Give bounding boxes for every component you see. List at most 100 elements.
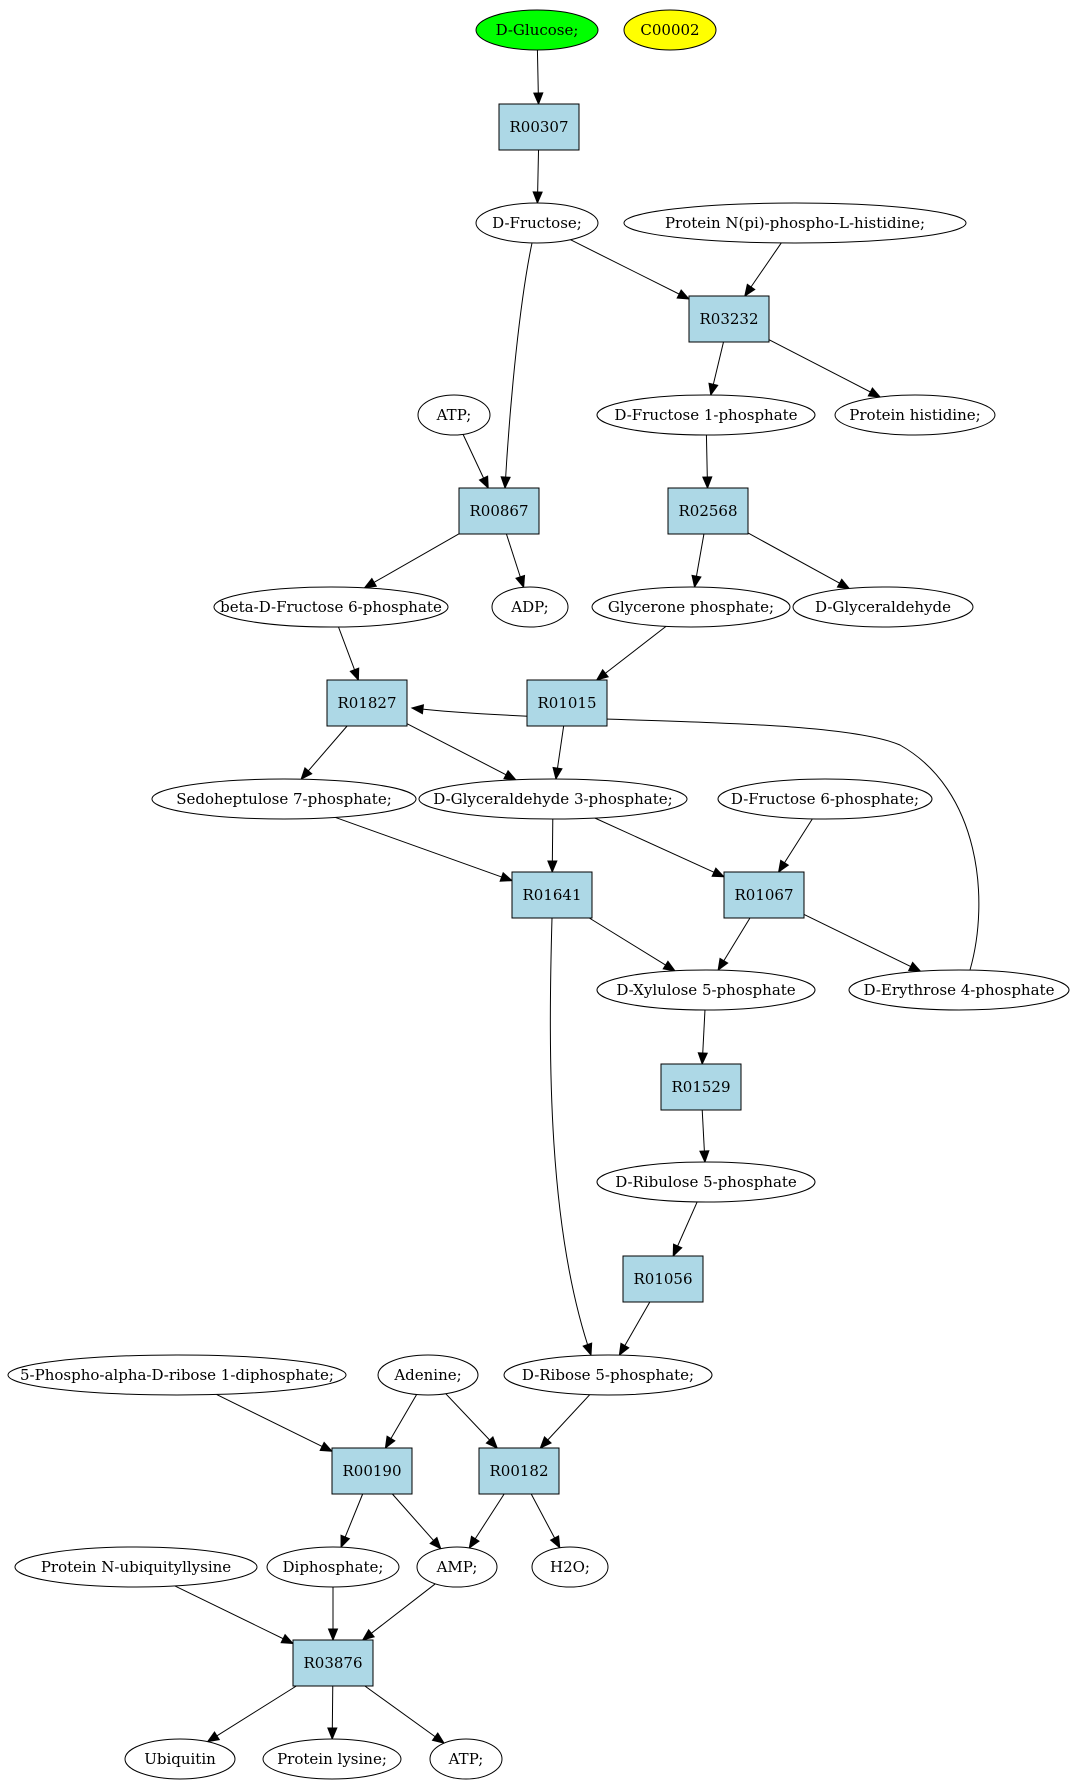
edge-protein_npi-to-R03232 <box>744 242 782 298</box>
compound-label: D-Ribulose 5-phosphate <box>615 1173 797 1191</box>
compound-label: D-Xylulose 5-phosphate <box>616 981 795 999</box>
edge-R02568-to-dglyceraldehyde <box>747 532 851 590</box>
reaction-node-r01067[interactable]: R01067 <box>723 871 805 919</box>
compound-node-amp[interactable]: AMP; <box>416 1546 498 1588</box>
arrowhead <box>717 957 729 972</box>
compound-node-g3p[interactable]: D-Glyceraldehyde 3-phosphate; <box>418 778 688 820</box>
reaction-node-r00867[interactable]: R00867 <box>458 487 540 535</box>
compound-label: Sedoheptulose 7-phosphate; <box>176 790 392 808</box>
compound-node-protein_npi[interactable]: Protein N(pi)-phospho-L-histidine; <box>623 202 967 244</box>
reaction-label: R00190 <box>342 1462 401 1480</box>
edge-adenine-to-R00182 <box>445 1393 499 1449</box>
edge-g3p-to-R01641 <box>547 818 558 874</box>
arrowhead <box>595 668 610 681</box>
compound-node-prot_ubq[interactable]: Protein N-ubiquityllysine <box>14 1546 258 1588</box>
arrowhead <box>500 476 511 490</box>
compound-node-dglyceraldehyde[interactable]: D-Glyceraldehyde <box>792 586 974 628</box>
edge-line <box>768 339 881 398</box>
reaction-node-r00307[interactable]: R00307 <box>498 103 580 151</box>
edge-line <box>411 707 980 971</box>
arrowhead <box>702 476 713 490</box>
compound-node-prpp[interactable]: 5-Phospho-alpha-D-ribose 1-diphosphate; <box>7 1354 347 1396</box>
arrowhead <box>515 574 526 589</box>
edge-R01067-to-xu5p <box>717 917 751 972</box>
compound-node-c00002[interactable]: C00002 <box>623 9 717 51</box>
compound-node-sedo7p[interactable]: Sedoheptulose 7-phosphate; <box>151 778 417 820</box>
edge-R03232-to-fru1p <box>708 341 724 397</box>
reaction-box <box>292 1639 374 1687</box>
compound-ellipse <box>151 778 417 820</box>
arrowhead <box>777 859 790 874</box>
compound-node-glycerone[interactable]: Glycerone phosphate; <box>591 586 791 628</box>
edge-R00182-to-amp <box>468 1493 505 1550</box>
compound-node-fructose[interactable]: D-Fructose; <box>475 202 599 244</box>
compound-node-prot_lys[interactable]: Protein lysine; <box>262 1738 402 1780</box>
compound-ellipse <box>623 202 967 244</box>
compound-node-bdf6p[interactable]: beta-D-Fructose 6-phosphate <box>213 586 449 628</box>
compound-node-f6p[interactable]: D-Fructose 6-phosphate; <box>717 778 933 820</box>
reaction-node-r01641[interactable]: R01641 <box>511 871 593 919</box>
compound-ellipse <box>591 586 791 628</box>
reaction-node-r02568[interactable]: R02568 <box>667 487 749 535</box>
compound-node-h2o[interactable]: H2O; <box>531 1546 609 1588</box>
edge-R00867-to-bdf6p <box>363 533 460 589</box>
compound-ellipse <box>717 778 933 820</box>
compound-node-ubiquitin[interactable]: Ubiquitin <box>124 1738 236 1780</box>
reaction-box <box>458 487 540 535</box>
reaction-box <box>660 1063 742 1111</box>
edge-line <box>335 816 513 882</box>
arrowhead <box>744 283 756 298</box>
reaction-label: R02568 <box>678 502 737 520</box>
compound-node-ru5p[interactable]: D-Ribulose 5-phosphate <box>596 1161 816 1203</box>
arrowhead <box>206 1731 221 1743</box>
arrowhead <box>431 1732 446 1744</box>
compound-ellipse <box>262 1738 402 1780</box>
arrowhead <box>340 1534 351 1549</box>
reaction-node-r01015[interactable]: R01015 <box>526 679 608 727</box>
reaction-node-r01056[interactable]: R01056 <box>622 1255 704 1303</box>
edge-R00307-to-fructose <box>532 149 543 205</box>
reaction-node-r00190[interactable]: R00190 <box>331 1447 413 1495</box>
arrowhead <box>327 1727 338 1741</box>
edge-fructose-to-R00867 <box>500 242 533 490</box>
compound-node-prot_his[interactable]: Protein histidine; <box>834 394 996 436</box>
compound-label: AMP; <box>436 1558 478 1576</box>
edge-diphosphate-to-R03876 <box>327 1587 339 1642</box>
compound-node-r5p[interactable]: D-Ribose 5-phosphate; <box>503 1354 713 1396</box>
compound-ellipse <box>124 1738 236 1780</box>
compound-node-fru1p[interactable]: D-Fructose 1-phosphate <box>596 394 816 436</box>
edge-r5p-to-R00182 <box>539 1394 591 1449</box>
compound-label: ATP; <box>436 406 472 424</box>
reaction-node-r00182[interactable]: R00182 <box>478 1447 560 1495</box>
edge-ru5p-to-R01056 <box>672 1201 698 1258</box>
compound-node-glucose[interactable]: D-Glucose; <box>475 9 599 51</box>
compound-node-adenine[interactable]: Adenine; <box>377 1354 479 1396</box>
arrowhead <box>533 92 544 106</box>
compound-node-adp[interactable]: ADP; <box>491 586 569 628</box>
edge-e4p-to-R01827 <box>410 704 980 971</box>
reaction-node-r01827[interactable]: R01827 <box>326 679 408 727</box>
compound-ellipse <box>475 9 599 51</box>
reaction-node-r01529[interactable]: R01529 <box>660 1063 742 1111</box>
compound-ellipse <box>792 586 974 628</box>
reaction-node-r03232[interactable]: R03232 <box>688 295 770 343</box>
reaction-node-r03876[interactable]: R03876 <box>292 1639 374 1687</box>
edge-R01529-to-ru5p <box>699 1109 710 1164</box>
edge-xu5p-to-R01529 <box>697 1009 709 1066</box>
edge-line <box>300 725 348 780</box>
compound-node-diphosphate[interactable]: Diphosphate; <box>266 1546 400 1588</box>
compound-node-atp1[interactable]: ATP; <box>417 394 491 436</box>
compound-node-e4p[interactable]: D-Erythrose 4-phosphate <box>848 969 1070 1011</box>
compound-node-xu5p[interactable]: D-Xylulose 5-phosphate <box>596 969 816 1011</box>
edge-line <box>596 625 667 681</box>
reaction-box <box>478 1447 560 1495</box>
arrowhead <box>532 191 543 205</box>
reaction-label: R01641 <box>522 886 581 904</box>
compound-label: D-Glyceraldehyde <box>815 598 951 616</box>
arrowhead <box>361 1628 376 1641</box>
reaction-label: R00867 <box>469 502 528 520</box>
compound-ellipse <box>14 1546 258 1588</box>
reaction-box <box>331 1447 413 1495</box>
compound-node-atp2[interactable]: ATP; <box>429 1738 503 1780</box>
